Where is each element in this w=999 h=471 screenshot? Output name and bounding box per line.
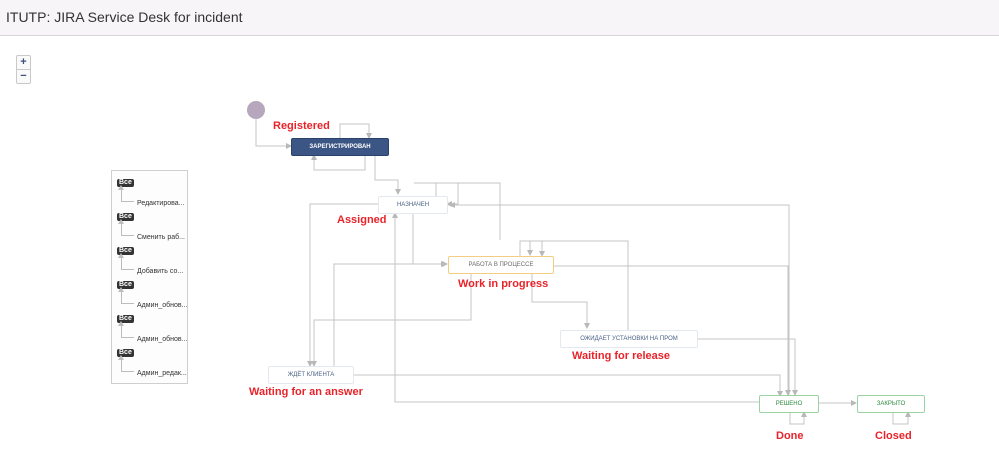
- transition-line: [449, 202, 790, 396]
- status-in-progress[interactable]: РАБОТА В ПРОЦЕССЕ: [448, 256, 554, 274]
- start-node[interactable]: [247, 101, 265, 119]
- zoom-in-button[interactable]: +: [20, 56, 27, 68]
- annotation-waiting-answer: Waiting for an answer: [249, 386, 363, 398]
- global-transitions-panel: Все Редактирова... Все Сменить раб... Вс…: [111, 170, 188, 384]
- annotation-done: Done: [776, 430, 804, 442]
- global-transition-item[interactable]: Все Админ_обнов...: [112, 277, 187, 309]
- transition-line: [311, 154, 366, 171]
- transition-label: Админ_обнов...: [137, 302, 188, 309]
- global-transition-item[interactable]: Все Добавить со...: [112, 243, 187, 275]
- transition-line: [527, 240, 629, 330]
- transition-label: Сменить раб...: [137, 234, 185, 241]
- all-badge: Все: [117, 247, 134, 255]
- transition-line: [697, 338, 798, 396]
- transition-line: [892, 411, 911, 425]
- transition-line: [353, 374, 783, 397]
- transition-label: Админ_обнов...: [137, 336, 188, 343]
- transition-line: [412, 212, 448, 267]
- transition-line: [255, 119, 292, 149]
- status-assigned[interactable]: НАЗНАЧЕН: [378, 196, 448, 214]
- transition-arrow-icon: [118, 287, 134, 304]
- transition-line: [789, 411, 807, 425]
- transition-arrow-icon: [118, 219, 134, 236]
- global-transition-item[interactable]: Все Админ_редак...: [112, 345, 187, 377]
- transition-arrow-icon: [118, 185, 134, 202]
- annotation-registered: Registered: [273, 120, 330, 132]
- zoom-out-button[interactable]: −: [17, 69, 30, 83]
- transition-label: Добавить со...: [137, 268, 184, 275]
- transition-line: [414, 182, 501, 240]
- transition-line: [392, 212, 759, 403]
- transition-arrow-icon: [118, 253, 134, 270]
- transition-line: [374, 155, 401, 195]
- transition-arrow-icon: [118, 321, 134, 338]
- all-badge: Все: [117, 179, 134, 187]
- annotation-waiting-release: Waiting for release: [572, 350, 671, 362]
- status-closed[interactable]: ЗАКРЫТО: [857, 395, 925, 413]
- page-title: ITUTP: JIRA Service Desk for incident: [6, 9, 243, 25]
- transition-arrow-icon: [118, 355, 134, 372]
- all-badge: Все: [117, 281, 134, 289]
- transition-line: [553, 265, 791, 396]
- all-badge: Все: [117, 315, 134, 323]
- status-resolved[interactable]: РЕШЕНО: [759, 395, 819, 413]
- transition-label: Админ_редак...: [137, 370, 187, 377]
- transition-line: [339, 123, 372, 139]
- transition-line: [333, 261, 447, 366]
- status-waiting-customer[interactable]: ЖДЁТ КЛИЕНТА: [268, 366, 354, 384]
- status-registered[interactable]: ЗАРЕГИСТРИРОВАН: [291, 138, 389, 156]
- zoom-controls: + −: [16, 55, 31, 84]
- annotation-assigned: Assigned: [337, 214, 387, 226]
- global-transition-item[interactable]: Все Сменить раб...: [112, 209, 187, 241]
- title-bar: ITUTP: JIRA Service Desk for incident: [0, 0, 999, 36]
- global-transition-item[interactable]: Все Админ_обнов...: [112, 311, 187, 343]
- transition-line: [307, 203, 378, 367]
- all-badge: Все: [117, 213, 134, 221]
- annotation-in-progress: Work in progress: [458, 278, 549, 290]
- transition-label: Редактирова...: [137, 200, 185, 207]
- status-waiting-release[interactable]: ОЖИДАЕТ УСТАНОВКИ НА ПРОМ: [560, 330, 698, 348]
- transition-line: [311, 272, 472, 367]
- all-badge: Все: [117, 349, 134, 357]
- transition-line: [519, 240, 545, 257]
- annotation-closed: Closed: [875, 430, 912, 442]
- global-transition-item[interactable]: Все Редактирова...: [112, 175, 187, 207]
- transition-line: [531, 274, 590, 329]
